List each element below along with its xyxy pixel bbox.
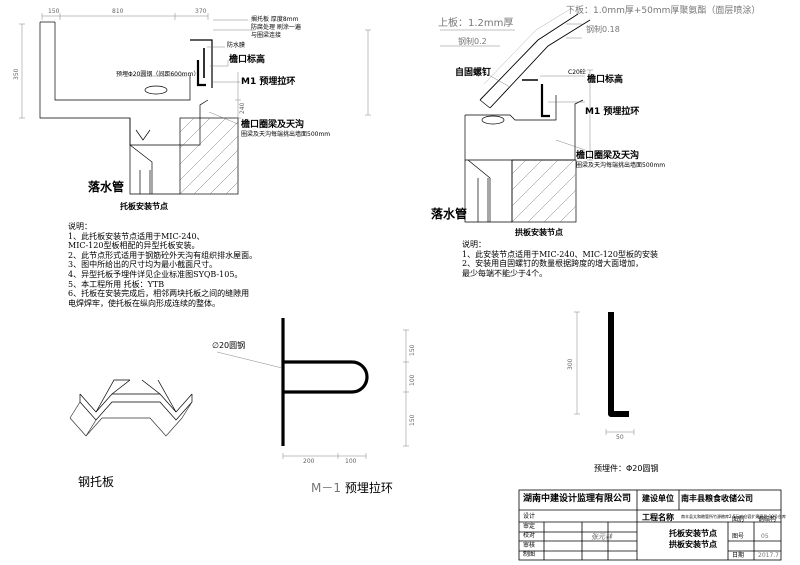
ring-prefix: M－1 <box>311 481 341 495</box>
left-dim-350: 350 <box>13 68 20 80</box>
right-eave-detail <box>365 7 593 223</box>
notes-left-heading: 说明： <box>68 222 92 231</box>
notes-left-line: 2、此节点形式适用于钢筋砼外天沟有组织排水屋面。 <box>68 250 258 260</box>
notes-left: 说明： 1、此托板安装节点适用于MIC-240、 MIC-120型板相配的异型托… <box>68 222 257 308</box>
designer-company: 湖南中建设计监理有限公司 <box>523 494 632 504</box>
ring-dim-v-top: 150 <box>409 344 416 356</box>
right-label-screw: 自固螺钉 <box>455 68 492 78</box>
embedded-ring-drawing <box>216 318 409 459</box>
notes-right-line: 2、安装用自固螺钉的数量根据跨度的增大面增加， <box>462 259 644 269</box>
right-label-ring: M1 预埋拉环 <box>585 107 640 117</box>
left-label-eave: 檐口标高 <box>229 55 266 65</box>
drawing-title-2: 拱板安装节点 <box>669 540 717 549</box>
left-label-ring: M1 预埋拉环 <box>241 77 296 87</box>
date-value: 2017.7 <box>758 552 779 559</box>
ring-round-steel-label: ∅20圆钢 <box>212 342 245 350</box>
notes-left-line: 5、本工程所用 托板：YTB <box>68 279 165 289</box>
project-name: 南丰县太和粮管所竹源粮库2.5万吨仓容扩建项目-10号仓库 <box>681 514 786 519</box>
left-dim-240: 240 <box>239 102 246 114</box>
right-lower-board: 下板：1.0mm厚+50mm厚聚氨酯（面层喷涂） <box>566 6 761 16</box>
ring-round-steel-text: 20圆钢 <box>218 341 246 350</box>
left-note-paint: 防腐处理 刷涂一遍 <box>251 24 301 31</box>
type-value: 钢结构 <box>758 516 777 523</box>
left-note-conn: 与圈梁连接 <box>251 32 282 39</box>
ring-dim-h-1: 200 <box>303 458 315 465</box>
notes-right: 说明： 1、此安装节点适用于MIC-240、MIC-120型板的安装 2、安装用… <box>462 240 658 278</box>
ring-title-text: 预埋拉环 <box>344 481 393 495</box>
embed-l-drawing <box>574 311 635 435</box>
ring-dim-h-2: 100 <box>345 458 357 465</box>
row-draft: 制图 <box>523 551 536 558</box>
notes-right-heading: 说明： <box>462 240 486 249</box>
left-eave-detail <box>19 13 255 195</box>
embed-dim-h: 50 <box>616 434 624 441</box>
right-upper-board: 上板：1.2mm厚 <box>438 18 514 29</box>
left-label-waterstop: 防水膜 <box>227 42 246 49</box>
notes-left-line: 1、此托板安装节点适用于MIC-240、 <box>68 231 205 241</box>
right-label-beam: 檐口圈梁及天沟 <box>576 151 640 161</box>
notes-left-line: 4、异型托板予埋件详见企业标准图SYQB-105。 <box>68 269 243 279</box>
notes-right-line: 1、此安装节点适用于MIC-240、MIC-120型板的安装 <box>462 249 658 259</box>
left-label-anchor-note: 预埋Φ20圆钢（间距600mm） <box>116 71 200 78</box>
row-check: 校对 <box>523 532 536 539</box>
ring-dim-v-mid: 100 <box>409 374 416 386</box>
row-approve: 审定 <box>523 523 536 530</box>
right-label-eave: 檐口标高 <box>587 75 624 85</box>
left-dim-810: 810 <box>112 8 124 15</box>
client-label: 建设单位 <box>642 494 674 503</box>
right-upper-gauge: 钢制0.2 <box>458 37 487 46</box>
left-note-plate: 搁托板 厚度8mm <box>251 16 299 23</box>
left-label-downpipe: 落水管 <box>88 180 125 194</box>
ring-title: M－1 预埋拉环 <box>311 482 393 494</box>
steel-plate-sketch <box>69 379 193 437</box>
right-label-c20: C20砼 <box>568 69 586 76</box>
project-label: 工程名称 <box>642 513 674 522</box>
left-caption: 托板安装节点 <box>120 202 168 211</box>
right-lower-gauge: 钢制0.18 <box>586 25 620 34</box>
left-label-beam: 檐口圈梁及天沟 <box>241 120 305 130</box>
title-block: 湖南中建设计监理有限公司 建设单位 南丰县粮食收储公司 工程名称 南丰县太和粮管… <box>519 490 786 560</box>
right-label-beam-note: 圈梁及天沟每端挑出墙面500mm <box>576 162 666 169</box>
drawing-title-1: 托板安装节点 <box>669 529 717 538</box>
right-caption: 拱板安装节点 <box>515 228 563 237</box>
notes-left-line: MIC-120型板相配的异型托板安装。 <box>68 241 200 251</box>
signature: 张元林 <box>591 533 612 541</box>
notes-left-line: 电焊焊牢，使托板在纵向形成连续的整体。 <box>68 298 220 308</box>
no-label: 图号 <box>732 533 745 540</box>
embed-label: 预埋件：Φ20圆钢 <box>594 464 659 473</box>
left-dim-150: 150 <box>48 8 60 15</box>
no-value: 05 <box>761 533 769 540</box>
date-label: 日期 <box>732 552 745 559</box>
ring-dim-v-bot: 150 <box>409 414 416 426</box>
notes-left-line: 6、托板在安装完成后，相邻两块托板之间的缝隙用 <box>68 289 250 299</box>
row-design: 设计 <box>523 513 536 520</box>
diameter-icon: ∅ <box>212 341 219 350</box>
titleblock-frame <box>518 489 782 561</box>
type-label: 图别 <box>732 516 745 523</box>
notes-left-line: 3、图中所给出的尺寸均为最小截面尺寸。 <box>68 260 218 270</box>
steel-plate-label: 钢托板 <box>78 475 115 489</box>
left-label-beam-note: 圈梁及天沟每端挑出墙面500mm <box>241 131 331 138</box>
row-review: 审核 <box>523 542 536 549</box>
client-name: 南丰县粮食收储公司 <box>681 494 753 503</box>
left-dim-370: 370 <box>195 8 207 15</box>
right-label-downpipe: 落水管 <box>431 207 468 221</box>
notes-right-line: 最少每端不能少于4个。 <box>462 268 548 278</box>
embed-dim-v: 300 <box>567 358 574 370</box>
